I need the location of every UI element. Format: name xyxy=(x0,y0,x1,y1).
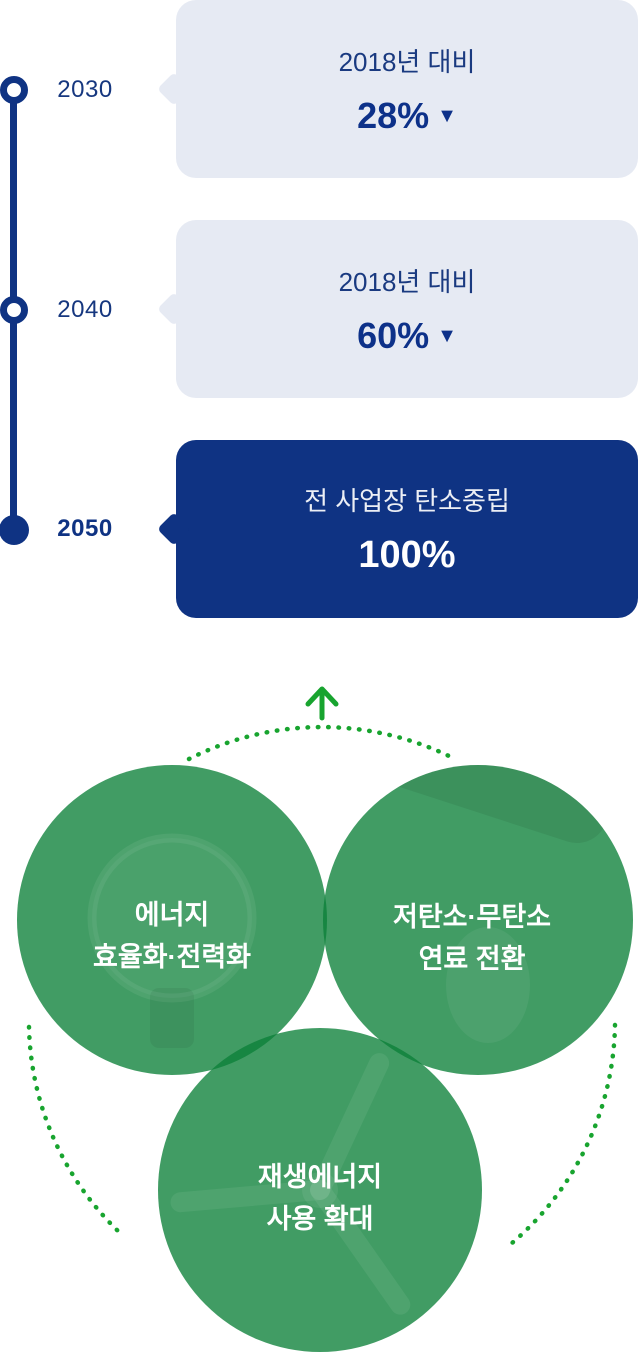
milestone-card-2030: 2018년 대비 28% ▼ xyxy=(157,0,638,178)
circle-energy-efficiency xyxy=(17,765,327,1075)
card-value: 100% xyxy=(358,534,455,577)
venn-label-energy-efficiency: 에너지 효율화·전력화 xyxy=(22,894,322,978)
venn-label-fuel-conversion: 저탄소·무탄소 연료 전환 xyxy=(322,896,622,980)
decrease-triangle-icon: ▼ xyxy=(437,324,457,347)
venn-label-line2: 효율화·전력화 xyxy=(92,942,252,972)
card-label: 2018년 대비 xyxy=(338,46,476,77)
lightbulb-photo-hint xyxy=(87,833,257,1048)
milestone-card-2040: 2018년 대비 60% ▼ xyxy=(157,220,638,398)
reduction-percent: 28% xyxy=(357,94,430,136)
card-tail xyxy=(157,512,191,546)
dotted-cycle-arc-right xyxy=(503,1022,618,1251)
card-label: 전 사업장 탄소중립 xyxy=(304,486,510,516)
timeline-node-2040 xyxy=(0,296,28,324)
dotted-cycle-arc-top xyxy=(186,724,458,762)
decrease-triangle-icon: ▼ xyxy=(437,104,457,127)
year-label-2050: 2050 xyxy=(57,515,113,542)
circle-renewable-energy xyxy=(158,1028,482,1352)
strategy-venn-diagram xyxy=(17,686,633,1352)
venn-label-line2: 연료 전환 xyxy=(418,944,526,974)
timeline-node-2030 xyxy=(0,76,28,104)
circle-fuel-conversion xyxy=(323,765,633,1075)
card-tail xyxy=(157,292,191,326)
reduction-percent: 60% xyxy=(357,314,430,356)
up-arrow-icon xyxy=(305,686,339,721)
venn-label-line2: 사용 확대 xyxy=(266,1204,374,1234)
card-value: 28% ▼ xyxy=(357,95,457,137)
dotted-cycle-arc-left xyxy=(26,1024,121,1234)
venn-label-line1: 저탄소·무탄소 xyxy=(392,902,552,932)
card-label: 2018년 대비 xyxy=(338,266,476,297)
venn-label-line1: 재생에너지 xyxy=(257,1162,383,1192)
fuel-pipe-photo-hint xyxy=(367,765,608,1043)
timeline-node-2050 xyxy=(0,515,29,545)
year-label-2030: 2030 xyxy=(57,76,113,103)
card-value: 60% ▼ xyxy=(357,315,457,357)
neutrality-percent: 100% xyxy=(358,534,456,576)
venn-label-line1: 에너지 xyxy=(134,900,210,930)
year-label-2040: 2040 xyxy=(57,296,113,323)
milestone-card-2050: 전 사업장 탄소중립 100% xyxy=(157,440,638,618)
venn-label-renewable-energy: 재생에너지 사용 확대 xyxy=(170,1156,470,1240)
card-tail xyxy=(157,72,191,106)
wind-turbine-photo-hint xyxy=(170,1053,411,1315)
